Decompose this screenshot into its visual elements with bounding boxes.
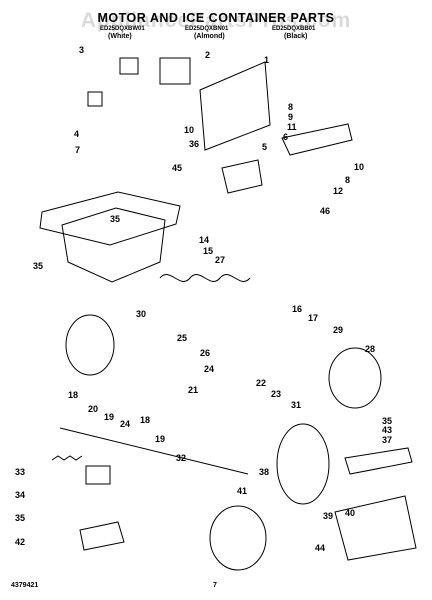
page-number: 7	[213, 582, 217, 589]
motor-fan	[328, 347, 382, 409]
cover-part	[281, 123, 353, 156]
callout-18-left: 18	[68, 390, 78, 400]
callout-33: 33	[15, 467, 25, 477]
callout-11: 11	[287, 122, 297, 132]
auger-spiral	[159, 274, 251, 282]
callout-24-right: 24	[204, 364, 214, 374]
callout-43: 43	[382, 425, 392, 435]
crusher-disc	[65, 314, 115, 376]
callout-5: 5	[262, 142, 267, 152]
callout-34: 34	[15, 490, 25, 500]
color-white: (White)	[108, 33, 132, 40]
callout-42: 42	[15, 537, 25, 547]
callout-46: 46	[320, 206, 330, 216]
callout-35-right: 35	[382, 416, 392, 426]
relay-part	[159, 57, 191, 85]
callout-6: 6	[283, 132, 288, 142]
callout-41: 41	[237, 486, 247, 496]
color-almond: (Almond)	[194, 33, 225, 40]
callout-21: 21	[188, 385, 198, 395]
gear-motor	[276, 423, 330, 505]
callout-4: 4	[74, 129, 79, 139]
callout-19-mid: 19	[155, 434, 165, 444]
watermark: AppliancePartsPros.com	[80, 9, 352, 32]
callout-30: 30	[136, 309, 146, 319]
ice-container-body	[61, 207, 166, 283]
callout-1: 1	[264, 55, 269, 65]
shield-part	[79, 521, 125, 551]
page-title: MOTOR AND ICE CONTAINER PARTS	[97, 11, 335, 25]
callout-36: 36	[189, 139, 199, 149]
callout-16: 16	[292, 304, 302, 314]
actuator-rod	[59, 427, 249, 475]
switch-box	[221, 159, 263, 194]
color-black: (Black)	[284, 33, 308, 40]
callout-8-lower: 8	[345, 175, 350, 185]
callout-31: 31	[291, 400, 301, 410]
callout-35-left: 35	[33, 261, 43, 271]
callout-32: 32	[176, 453, 186, 463]
callout-18-mid: 18	[140, 415, 150, 425]
callout-25: 25	[177, 333, 187, 343]
callout-27: 27	[215, 255, 225, 265]
callout-40: 40	[345, 508, 355, 518]
callout-37: 37	[382, 435, 392, 445]
model-number-3: ED25DQXBB01	[272, 26, 316, 32]
callout-17: 17	[308, 313, 318, 323]
callout-12: 12	[333, 186, 343, 196]
spring-part	[51, 455, 83, 461]
model-number-2: ED25DQXBN01	[185, 26, 229, 32]
solenoid-part	[119, 57, 139, 75]
model-number-1: ED25DQXBW01	[100, 26, 145, 32]
callout-8-upper: 8	[288, 102, 293, 112]
callout-44: 44	[315, 543, 325, 553]
callout-28: 28	[365, 344, 375, 354]
document-number: 4379421	[11, 582, 39, 589]
motor-duct	[334, 495, 417, 561]
callout-26: 26	[200, 348, 210, 358]
mounting-bracket	[199, 61, 271, 151]
callout-38: 38	[259, 467, 269, 477]
callout-23: 23	[271, 389, 281, 399]
callout-35-container: 35	[110, 214, 120, 224]
callout-24-left: 24	[120, 419, 130, 429]
motor-cover	[344, 447, 413, 475]
callout-39: 39	[323, 511, 333, 521]
callout-29: 29	[333, 325, 343, 335]
callout-2: 2	[205, 50, 210, 60]
callout-7: 7	[75, 145, 80, 155]
callout-15: 15	[203, 246, 213, 256]
callout-19-left: 19	[104, 412, 114, 422]
callout-9: 9	[288, 112, 293, 122]
callout-14: 14	[199, 235, 209, 245]
callout-35-bottom: 35	[15, 513, 25, 523]
outlet-part	[87, 91, 103, 107]
callout-10-left: 10	[184, 125, 194, 135]
callout-10-right: 10	[354, 162, 364, 172]
callout-22: 22	[256, 378, 266, 388]
bracket-part	[85, 465, 111, 485]
ice-container-top	[39, 191, 181, 246]
insulation-roll	[209, 505, 267, 571]
callout-20: 20	[88, 404, 98, 414]
callout-3: 3	[79, 45, 84, 55]
callout-45: 45	[172, 163, 182, 173]
